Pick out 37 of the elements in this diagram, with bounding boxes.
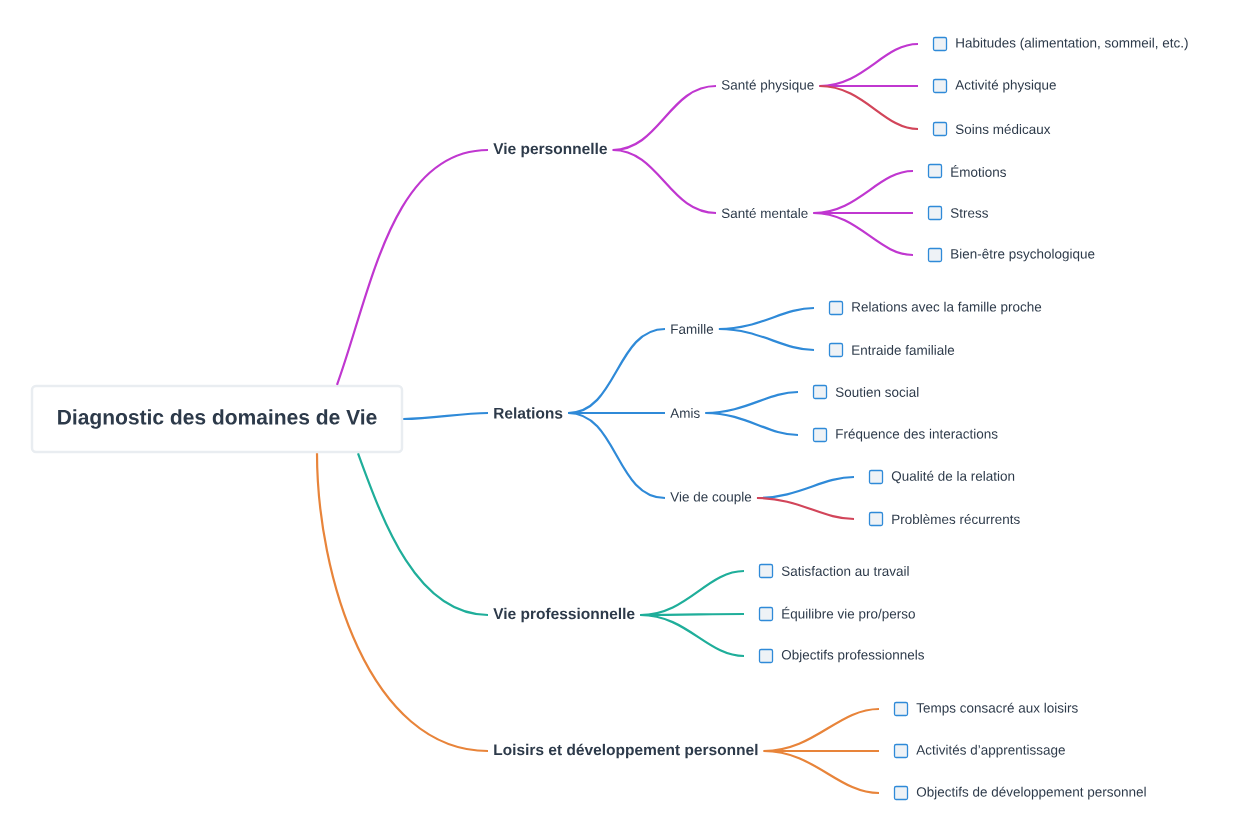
connector [640, 613, 745, 658]
checklist-item: Stress [950, 208, 988, 218]
checklist-item: Problèmes récurrents [892, 513, 1020, 525]
checklist-item: Habitudes (alimentation, sommeil, etc.) [956, 37, 1188, 51]
branch-label: Vie personnelle [493, 142, 607, 158]
connector [763, 749, 880, 795]
checklist-item: Activités d’apprentissage [916, 744, 1065, 758]
connector [335, 148, 489, 386]
checklist-item: Soutien social [835, 387, 919, 397]
checklist-item: Temps consacré aux loisirs [916, 702, 1078, 716]
connector [403, 411, 489, 421]
connector [315, 453, 489, 753]
branch-label: Vie professionnelle [493, 607, 635, 623]
root-topic-box: Diagnostic des domaines de Vie [30, 384, 404, 454]
connector [705, 411, 799, 437]
checklist-item: Qualité de la relation [891, 470, 1015, 484]
checklist-item: Objectifs de développement personnel [916, 786, 1146, 800]
topic-label: Amis [670, 408, 700, 418]
checklist-item: Satisfaction au travail [781, 566, 909, 576]
checklist-item: Fréquence des interactions [836, 428, 998, 442]
topic-label: Santé mentale [721, 207, 808, 219]
checklist-item: Émotions [951, 165, 1006, 177]
topic-label: Santé physique [721, 79, 814, 93]
checklist-item: Bien-être psychologique [951, 248, 1095, 262]
connector [568, 411, 666, 500]
checklist-item: Équilibre vie pro/perso [782, 606, 915, 622]
checklist-item: Soins médicaux [955, 123, 1051, 135]
branch-label: Relations [494, 407, 563, 419]
checklist-item: Entraide familiale [852, 345, 955, 355]
checklist-item: Relations avec la famille proche [852, 301, 1042, 315]
connector [612, 148, 717, 215]
branch-label: Loisirs et développement personnel [494, 743, 758, 759]
connector [356, 452, 489, 617]
topic-label: Vie de couple [670, 491, 752, 505]
checklist-item: Activité physique [955, 79, 1056, 93]
topic-label: Famille [671, 324, 714, 334]
checklist-item: Objectifs professionnels [781, 649, 924, 663]
